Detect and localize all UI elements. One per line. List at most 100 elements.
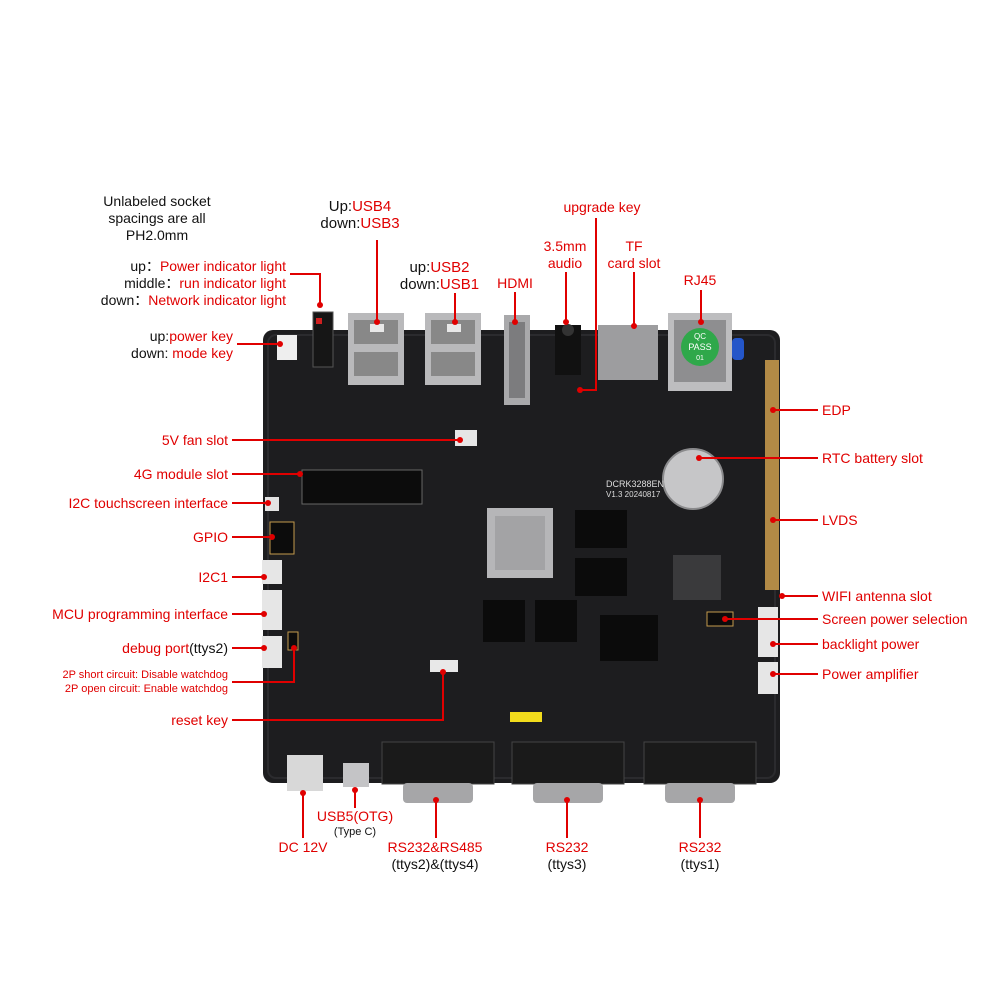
rs2-subtext: (ttys3) — [547, 856, 587, 872]
note-line-3: PH2.0mm — [125, 227, 189, 243]
watchdog-short-text: 2P short circuit: Disable watchdog — [62, 669, 229, 681]
indicator-lights-label: up：Power indicator light middle：run indi… — [20, 258, 286, 309]
note-line-2: spacings are all — [108, 210, 206, 226]
watchdog-label: 2P short circuit: Disable watchdog 2P op… — [5, 668, 229, 696]
usb5-label: USB5(OTG) (Type C) — [305, 808, 405, 839]
gpio-header — [269, 521, 295, 555]
yellow-jumper — [510, 712, 542, 722]
i2c-touch-label: I2C touchscreen interface — [68, 495, 228, 511]
db9-connector-2 — [511, 741, 625, 803]
rj45-connector — [668, 313, 732, 391]
board-version-text: V1.3 20240817 — [606, 490, 661, 499]
ind-up-text: Power indicator light — [159, 258, 286, 274]
rtc-label: RTC battery slot — [822, 450, 923, 466]
qc-pass-1: QC — [694, 332, 706, 341]
debug-text: debug port — [122, 640, 190, 656]
dc-label: DC 12V — [278, 839, 328, 855]
debug-port-label: debug port(ttys2) — [20, 640, 228, 657]
note-line-1: Unlabeled socket — [103, 193, 211, 209]
debug-connector — [262, 636, 282, 668]
tf-card-slot — [598, 325, 658, 380]
dc-jack — [287, 755, 323, 791]
ram-chip-3 — [483, 600, 525, 642]
module-4g-label: 4G module slot — [133, 466, 228, 482]
rs2-text: RS232 — [545, 839, 589, 855]
usb2-usb1-label: up:USB2 down:USB1 — [382, 259, 497, 293]
power-mode-key-label: up:power key down: mode key — [60, 328, 233, 362]
i2c1-connector — [262, 560, 282, 584]
watchdog-open-text: 2P open circuit: Enable watchdog — [64, 683, 228, 695]
note-text: Unlabeled socket spacings are all PH2.0m… — [82, 193, 232, 244]
qc-pass-2: PASS — [688, 342, 711, 352]
usb4-prefix: Up: — [328, 198, 353, 215]
rj45-label: RJ45 — [683, 272, 717, 288]
rs232-485-label: RS232&RS485 (ttys2)&(ttys4) — [370, 839, 500, 873]
rs3-text: RS232 — [678, 839, 722, 855]
leader-arrows — [261, 302, 785, 803]
usb-c-port — [343, 763, 369, 787]
usb4-usb3-label: Up:USB4 down:USB3 — [305, 198, 415, 232]
usb2-text: USB2 — [430, 259, 470, 276]
ram-chip-4 — [535, 600, 577, 642]
mcu-prog-connector — [262, 590, 282, 630]
debug-suffix: (ttys2) — [189, 640, 228, 656]
emmc-chip — [600, 615, 658, 661]
reset-key-label: reset key — [171, 712, 228, 728]
rs1-subtext: (ttys2)&(ttys4) — [391, 856, 479, 872]
rs3-subtext: (ttys1) — [680, 856, 720, 872]
edp-label: EDP — [822, 402, 851, 418]
board-model-text: DCRK3288EN — [606, 479, 664, 489]
reset-button — [430, 660, 458, 672]
blue-capacitor — [732, 338, 744, 360]
ind-down-prefix: down： — [100, 292, 149, 308]
usb3-text: USB3 — [360, 215, 400, 232]
key-up-text: power key — [169, 328, 233, 344]
ind-mid-prefix: middle： — [124, 275, 180, 291]
qc-pass-3: 01 — [696, 355, 704, 362]
wifi-label: WIFI antenna slot — [822, 588, 932, 604]
usb-stack-left — [348, 313, 404, 385]
ram-chip-1 — [575, 510, 627, 548]
db9-connector-3 — [643, 741, 757, 803]
audio-line-1: 3.5mm — [543, 238, 587, 254]
key-down-text: mode key — [172, 345, 233, 361]
backlight-label: backlight power — [822, 636, 920, 652]
key-up-prefix: up: — [149, 328, 170, 344]
wifi-module — [673, 555, 721, 600]
led-block — [312, 311, 334, 368]
ind-mid-text: run indicator light — [179, 275, 286, 291]
lvds-label: LVDS — [822, 512, 858, 528]
hdmi-label: HDMI — [497, 275, 533, 291]
screen-power-label: Screen power selection — [822, 611, 968, 627]
power-mode-key-header — [277, 335, 297, 360]
backlight-connector — [758, 607, 778, 657]
tf-line-1: TF — [625, 238, 643, 254]
audio-label: 3.5mm audio — [530, 238, 600, 272]
fan-slot-label: 5V fan slot — [161, 432, 228, 448]
usb2-prefix: up: — [409, 259, 431, 276]
ind-up-prefix: up： — [130, 258, 160, 274]
usb3-prefix: down: — [320, 215, 361, 232]
tf-line-2: card slot — [607, 255, 661, 271]
rtc-battery — [662, 448, 724, 510]
rs232-ttys1-label: RS232 (ttys1) — [660, 839, 740, 873]
gpio-label: GPIO — [192, 529, 228, 545]
amp-connector — [758, 662, 778, 694]
usb5-text: USB5(OTG) — [316, 808, 394, 824]
leader-lines — [232, 218, 818, 838]
edp-lvds-header — [765, 360, 779, 590]
usb1-prefix: down: — [399, 276, 440, 293]
usb5-subtext: (Type C) — [333, 826, 377, 838]
usb4-text: USB4 — [352, 198, 392, 215]
upgrade-key-label: upgrade key — [563, 199, 641, 215]
db9-connector-1 — [381, 741, 495, 803]
key-down-prefix: down: — [131, 345, 173, 361]
audio-line-2: audio — [547, 255, 583, 271]
ind-down-text: Network indicator light — [148, 292, 286, 308]
m2-module-socket — [301, 469, 423, 505]
rs232-ttys3-label: RS232 (ttys3) — [527, 839, 607, 873]
tf-label: TF card slot — [596, 238, 672, 272]
amp-label: Power amplifier — [822, 666, 919, 682]
usb1-text: USB1 — [439, 276, 480, 293]
